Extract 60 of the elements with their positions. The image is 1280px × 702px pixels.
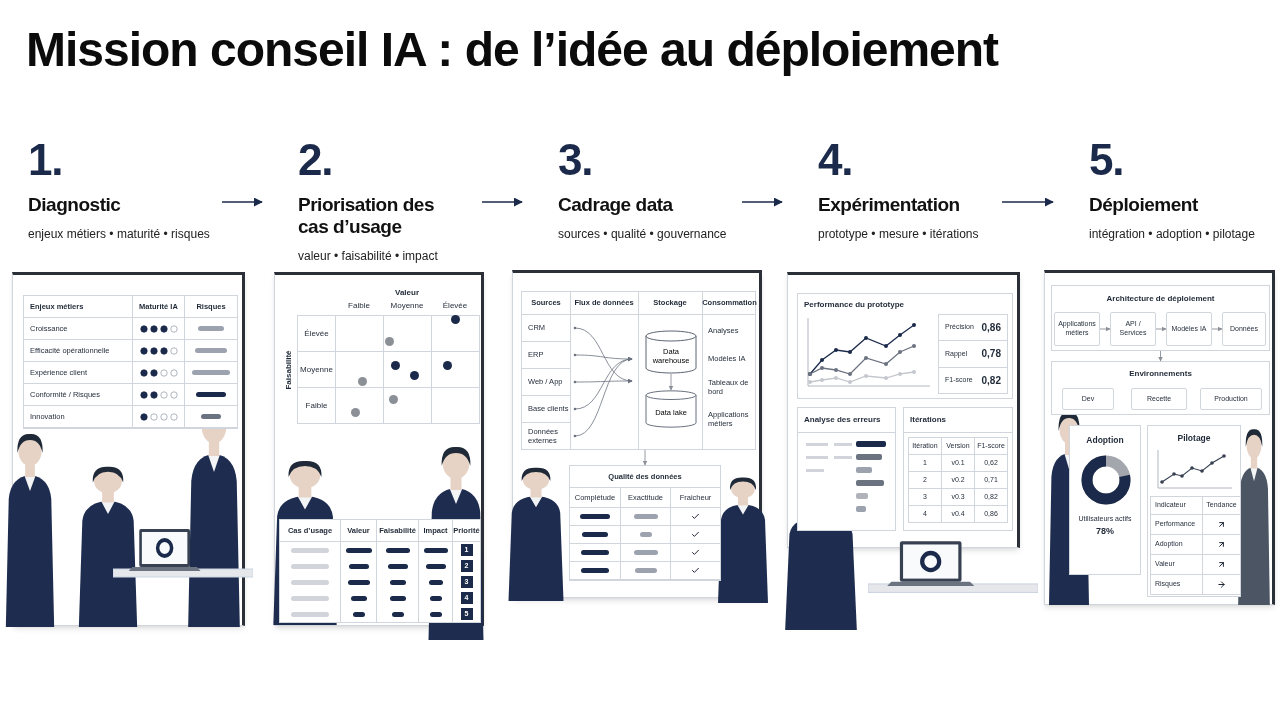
maturity-table: [23, 295, 238, 429]
arrow: [481, 197, 523, 207]
step-subtitle: intégration • adoption • pilotage: [1089, 226, 1256, 243]
column-label: Faible: [347, 300, 371, 312]
step-title: Cadrage data: [558, 194, 674, 216]
column-label: Moyenne: [389, 300, 425, 312]
row-label: Moyenne: [298, 352, 336, 388]
card-title: Analyse des erreurs: [798, 408, 895, 433]
metric-value: 0,78: [981, 347, 1001, 362]
step-title: Diagnostic: [28, 194, 122, 216]
data-quality-table: [569, 465, 721, 581]
use-case-table: [279, 519, 481, 623]
metric-value: 0,86: [981, 321, 1001, 336]
step-subtitle: prototype • mesure • itérations: [818, 226, 980, 243]
component-box: [1166, 312, 1212, 346]
step-subtitle: valeur • faisabilité • impact: [298, 248, 439, 265]
card-title: Adoption: [1085, 434, 1125, 447]
component-box: [1054, 312, 1100, 346]
component-box: [1222, 312, 1266, 346]
chart-value: 78%: [1095, 525, 1115, 538]
card-title: Pilotage: [1176, 432, 1212, 445]
iterations-table: [903, 407, 1013, 531]
step-title: Expérimentation: [818, 194, 961, 216]
performance-card: [797, 293, 1013, 399]
column-label: Élevée: [441, 300, 469, 312]
component-box: [1062, 388, 1114, 410]
arrow: [741, 197, 783, 207]
card-title: Environnements: [1128, 368, 1193, 380]
row-label: Élevée: [298, 316, 336, 352]
axis-title: Faisabilité: [283, 349, 294, 392]
step-number: 4.: [818, 138, 854, 182]
card-title: Architecture de déploiement: [1105, 293, 1216, 305]
metric-value: 0,82: [981, 373, 1001, 388]
data-architecture-table: [521, 291, 756, 450]
architecture-card: [1051, 285, 1270, 351]
environments-card: [1051, 361, 1270, 415]
page-title: Mission conseil IA : de l’idée au déploiement: [26, 26, 999, 74]
whiteboard-panel: [1044, 270, 1275, 605]
step-number: 1.: [28, 138, 64, 182]
row-label: Faible: [298, 388, 336, 424]
error-analysis-card: [797, 407, 896, 531]
component-box: [1200, 388, 1262, 410]
step-title: Priorisation des cas d’usage: [298, 194, 435, 238]
card-title: Performance du prototype: [804, 299, 904, 311]
card-title: Itérations: [904, 408, 1012, 433]
step-title: Déploiement: [1089, 194, 1199, 216]
step-number: 3.: [558, 138, 594, 182]
step-number: 2.: [298, 138, 334, 182]
component-box: [1110, 312, 1156, 346]
database-cylinder: [645, 390, 697, 428]
database-cylinder: [645, 330, 697, 374]
step-number: 5.: [1089, 138, 1125, 182]
axis-title: Valeur: [394, 287, 420, 299]
step-subtitle: enjeux métiers • maturité • risques: [28, 226, 211, 243]
arrow: [1001, 197, 1054, 207]
step-subtitle: sources • qualité • gouvernance: [558, 226, 728, 243]
component-box: [1131, 388, 1187, 410]
monitoring-card: [1147, 425, 1241, 597]
arrow: [221, 197, 263, 207]
adoption-card: [1069, 425, 1141, 575]
